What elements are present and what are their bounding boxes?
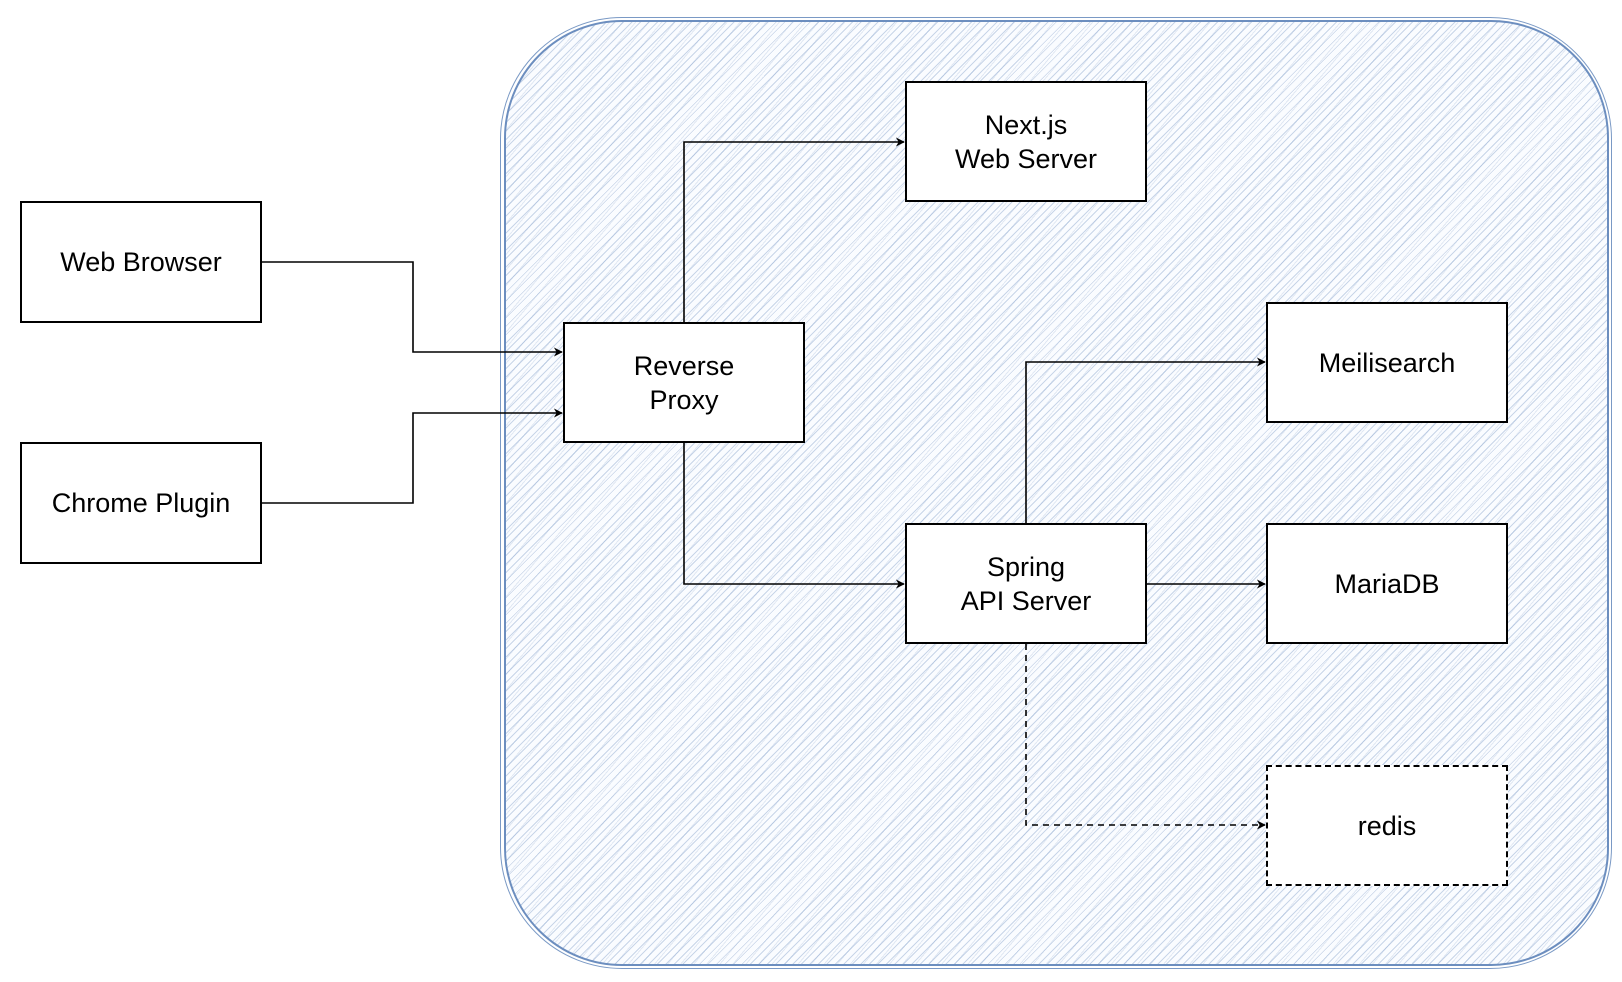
node-meilisearch: Meilisearch <box>1266 302 1508 423</box>
node-web-browser: Web Browser <box>20 201 262 323</box>
node-nextjs-web-server: Next.js Web Server <box>905 81 1147 202</box>
node-mariadb: MariaDB <box>1266 523 1508 644</box>
node-redis: redis <box>1266 765 1508 886</box>
node-reverse-proxy: Reverse Proxy <box>563 322 805 443</box>
node-chrome-plugin: Chrome Plugin <box>20 442 262 564</box>
node-spring-api-server: Spring API Server <box>905 523 1147 644</box>
